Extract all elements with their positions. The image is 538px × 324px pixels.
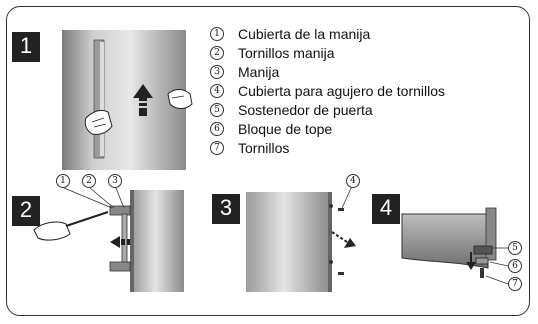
legend-item: 2 Tornillos manija <box>210 43 445 62</box>
callout-1: 1 <box>56 174 70 188</box>
callout-5: 5 <box>508 241 522 255</box>
legend-number: 7 <box>210 140 224 155</box>
legend-number: 5 <box>210 102 224 117</box>
arrow-diagonal-icon <box>331 231 356 248</box>
legend-item: 7 Tornillos <box>210 138 445 157</box>
legend-item: 3 Manija <box>210 62 445 81</box>
door-panel <box>246 192 330 292</box>
callout-3: 3 <box>108 174 122 188</box>
legend-number: 1 <box>210 26 224 41</box>
callout-6: 6 <box>508 259 522 273</box>
legend-text: Tornillos <box>238 139 290 156</box>
legend-number: 6 <box>210 121 224 136</box>
callout-7: 7 <box>508 277 522 291</box>
legend-number: 3 <box>210 64 224 79</box>
step-number-3: 3 <box>212 194 240 224</box>
callout-2: 2 <box>82 174 96 188</box>
legend-text: Manija <box>238 63 280 80</box>
callout-4: 4 <box>346 174 360 188</box>
door-panel <box>132 190 184 292</box>
door-panel <box>62 30 186 170</box>
legend-item: 6 Bloque de tope <box>210 119 445 138</box>
door-panel <box>401 213 489 269</box>
legend-text: Cubierta para agujero de tornillos <box>238 82 446 99</box>
step-number-2: 2 <box>12 196 40 226</box>
legend-number: 4 <box>210 83 224 98</box>
legend-text: Sostenedor de puerta <box>238 101 373 118</box>
parts-legend: 1 Cubierta de la manija 2 Tornillos manija… <box>210 24 445 157</box>
arrow-left-icon <box>110 236 130 248</box>
left-hand-icon <box>84 109 113 135</box>
legend-number: 2 <box>210 45 224 60</box>
door-holder-icon <box>473 245 493 278</box>
arrow-down-icon <box>466 252 476 270</box>
arrow-up-icon <box>133 84 153 116</box>
legend-item: 5 Sostenedor de puerta <box>210 100 445 119</box>
legend-item: 1 Cubierta de la manija <box>210 24 445 43</box>
legend-text: Bloque de tope <box>238 120 333 137</box>
right-hand-icon <box>167 89 193 109</box>
handle-mount-icon <box>109 205 131 272</box>
legend-text: Cubierta de la manija <box>238 25 371 42</box>
legend-item: 4 Cubierta para agujero de tornillos <box>210 81 445 100</box>
legend-text: Tornillos manija <box>238 44 335 61</box>
hand-screwdriver-icon <box>33 221 71 241</box>
screw-cover-icon <box>338 208 344 275</box>
step-number-1: 1 <box>12 32 40 62</box>
step-number-4: 4 <box>372 194 400 224</box>
